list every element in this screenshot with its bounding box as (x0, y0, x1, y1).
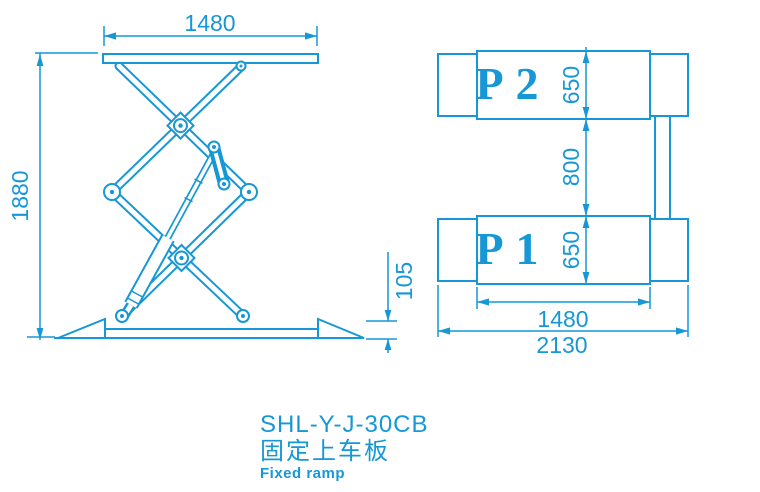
p1-platform (476, 215, 651, 285)
p1-right-extension (649, 218, 689, 282)
dim-base-height (366, 252, 397, 353)
platform1-label: P1 (475, 223, 551, 274)
model-code: SHL-Y-J-30CB (260, 411, 429, 438)
title-block: SHL-Y-J-30CB 固定上车板 Fixed ramp (260, 411, 429, 483)
dim-overall-height-label: 1880 (7, 170, 33, 222)
product-name-cn: 固定上车板 (260, 438, 390, 465)
p1-left-extension (437, 218, 478, 282)
side-view-drawing (27, 26, 397, 353)
dim-overall-length-label: 2130 (536, 332, 588, 358)
dim-p1-width-label: 650 (558, 230, 584, 270)
base-frame (104, 328, 319, 339)
dim-gap-label: 800 (558, 147, 584, 187)
dim-overall-height (27, 52, 98, 340)
hydraulic-cylinder (119, 140, 231, 319)
platform-connector (654, 115, 671, 220)
dim-vertical-chain (582, 47, 590, 284)
top-view-drawing (437, 47, 689, 337)
platform2-label: P2 (475, 58, 551, 109)
product-name-en: Fixed ramp (260, 465, 346, 482)
right-ramp (317, 317, 365, 339)
dim-bottom-lengths (437, 285, 689, 337)
pivot-joints (103, 60, 258, 323)
dim-platform-width (103, 26, 318, 46)
lift-platform (102, 53, 319, 64)
dim-platform-width-label: 1480 (184, 10, 236, 36)
left-ramp (57, 317, 106, 339)
dim-p2-width-label: 650 (558, 65, 584, 105)
dim-platform-length-label: 1480 (537, 306, 589, 332)
dim-base-height-label: 105 (391, 261, 417, 301)
p2-platform (476, 50, 651, 120)
p2-right-extension (649, 53, 689, 117)
